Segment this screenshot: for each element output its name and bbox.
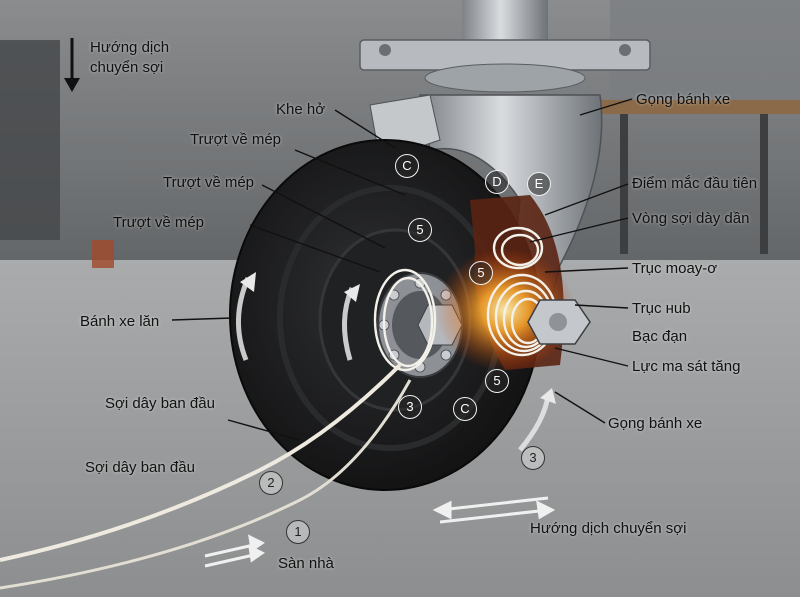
leader-fork-top xyxy=(579,98,633,116)
initial-string-label-1: Sợi dây ban đầu xyxy=(105,395,215,412)
leader-hub-shaft xyxy=(574,304,629,309)
marker-2: 2 xyxy=(259,471,283,495)
hub-axle-label: Trục moay-ơ xyxy=(632,260,718,277)
marker-5c: 5 xyxy=(485,369,509,393)
marker-1: 1 xyxy=(286,520,310,544)
marker-3b: 3 xyxy=(521,446,545,470)
marker-3a: 3 xyxy=(398,395,422,419)
floor-label: Sàn nhà xyxy=(278,555,334,572)
direction-bottom-label: Hướng dịch chuyển sợi xyxy=(530,520,687,537)
string-on-floor xyxy=(0,363,402,562)
leader-wrap-loops xyxy=(529,217,629,243)
bearing-label: Bạc đạn xyxy=(632,328,688,345)
leader-hub-axle xyxy=(544,267,629,273)
marker-d: D xyxy=(485,170,509,194)
slide-edge-label-3: Trượt về mép xyxy=(113,214,205,231)
leader-slide-1 xyxy=(294,149,406,196)
leader-fork-bottom xyxy=(554,391,606,424)
slide-edge-label-2: Trượt về mép xyxy=(163,174,255,191)
rolling-wheel-label: Bánh xe lăn xyxy=(80,313,160,330)
leader-first-snag xyxy=(544,183,629,216)
wrap-loops-label: Vòng sợi dày dần xyxy=(632,210,750,227)
leader-friction xyxy=(554,347,629,367)
first-snag-label: Điểm mắc đầu tiên xyxy=(632,175,758,192)
machine-left xyxy=(0,40,60,240)
workbench xyxy=(600,100,800,114)
friction-label: Lực ma sát tăng xyxy=(632,358,741,375)
direction-top-label: Hướng dịch chuyển sợi xyxy=(90,38,169,79)
marker-5b: 5 xyxy=(469,261,493,285)
leader-slide-2 xyxy=(261,184,386,249)
direction-top-line-1: Hướng dịch xyxy=(90,39,170,56)
fork-top-label: Gọng bánh xe xyxy=(636,91,731,108)
direction-top-line-2: chuyển sợi xyxy=(90,59,164,77)
hub-shaft-label: Trục нub xyxy=(632,300,691,317)
leader-string-1 xyxy=(227,419,301,441)
marker-c-bottom: C xyxy=(453,397,477,421)
marker-e: E xyxy=(527,172,551,196)
marker-c-top: C xyxy=(395,154,419,178)
leader-slide-3 xyxy=(249,224,381,273)
gap-label: Khe hở xyxy=(276,101,326,118)
fork-bottom-label: Gọng bánh xe xyxy=(608,415,703,432)
leader-wheel xyxy=(171,317,233,321)
marker-5a: 5 xyxy=(408,218,432,242)
rotation-arrow-left xyxy=(236,277,251,361)
direction-arrow-down xyxy=(64,78,80,92)
initial-string-label-2: Sợi dây ban đầu xyxy=(85,459,195,476)
leader-gap xyxy=(334,109,396,149)
slide-edge-label-1: Trượt về mép xyxy=(190,131,282,148)
